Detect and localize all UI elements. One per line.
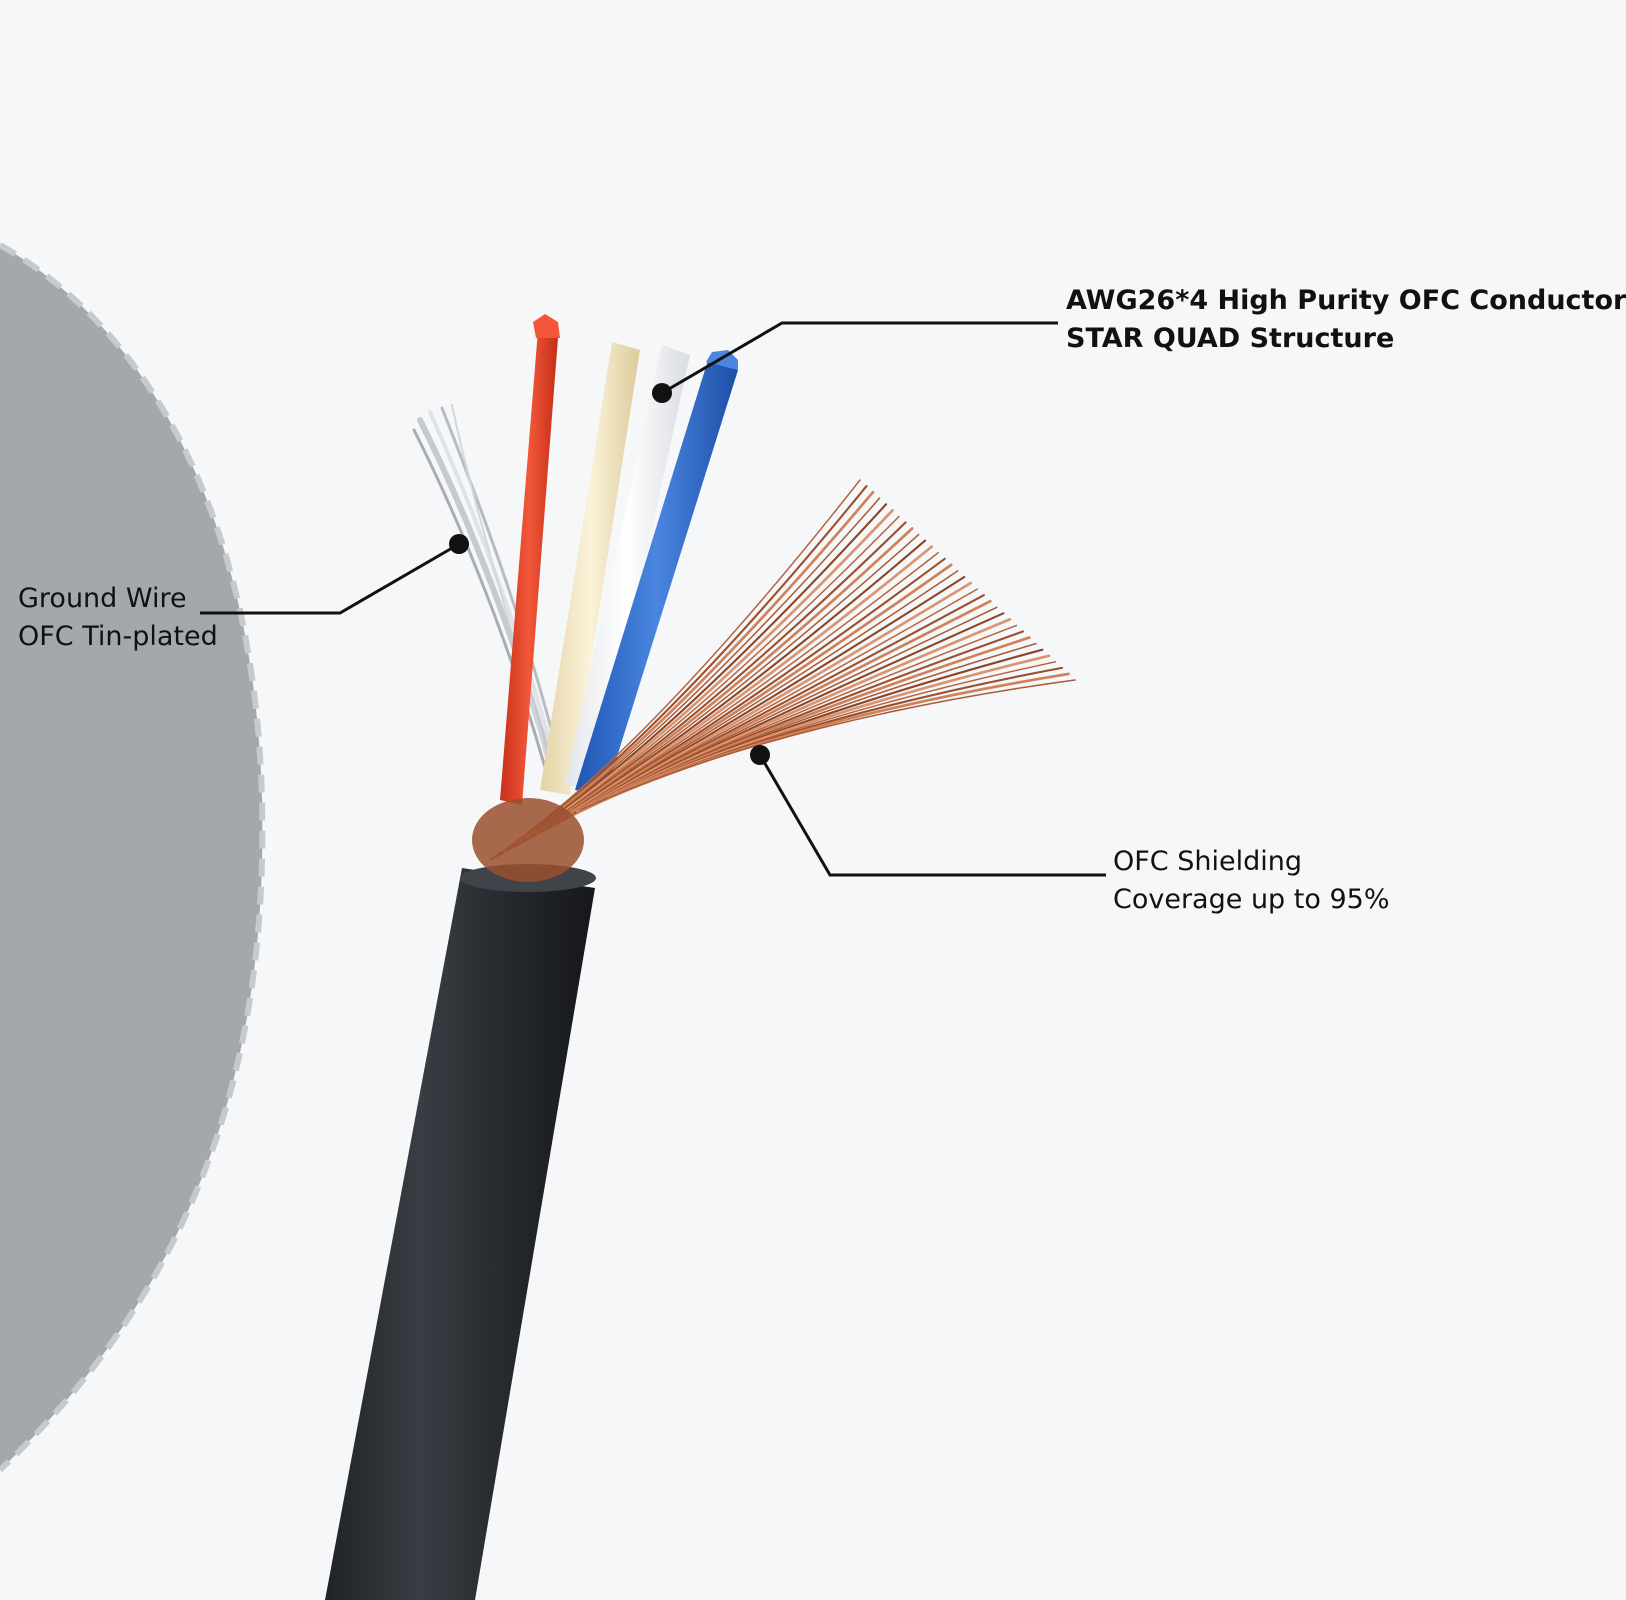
grey-disc-rough-edge: [0, 242, 266, 1473]
callout-shield-line1: OFC Shielding: [1113, 846, 1302, 877]
callout-dot-ground: [449, 534, 469, 554]
leader-lines: [200, 321, 1106, 877]
leader-line-ground: [200, 542, 460, 615]
callout-conductor: AWG26*4 High Purity OFC Conductor STAR Q…: [1066, 282, 1626, 359]
conductor-cream: [540, 342, 640, 795]
conductor-blue: [575, 360, 738, 795]
conductor-red: [500, 330, 558, 805]
copper-strand: [579, 679, 1076, 811]
callout-conductor-line1: AWG26*4 High Purity OFC Conductor: [1066, 285, 1626, 316]
callout-shield: OFC Shielding Coverage up to 95%: [1113, 843, 1389, 920]
conductor-red-tip: [533, 314, 560, 338]
callout-ground-line1: Ground Wire: [18, 583, 187, 614]
callout-dot-shield: [750, 745, 770, 765]
leader-line-conductor: [661, 321, 1058, 395]
callout-ground-line2: OFC Tin-plated: [18, 621, 218, 653]
cable-jacket: [325, 868, 595, 1600]
leader-line-shield: [758, 754, 1106, 877]
callout-ground: Ground Wire OFC Tin-plated: [18, 580, 218, 657]
grey-disc-background: [0, 245, 263, 1470]
callout-shield-line2: Coverage up to 95%: [1113, 884, 1390, 916]
callout-dot-conductor: [652, 383, 672, 403]
callout-conductor-line2: STAR QUAD Structure: [1066, 323, 1395, 355]
copper-braid-collar: [472, 798, 584, 882]
conductor-white: [565, 345, 690, 790]
